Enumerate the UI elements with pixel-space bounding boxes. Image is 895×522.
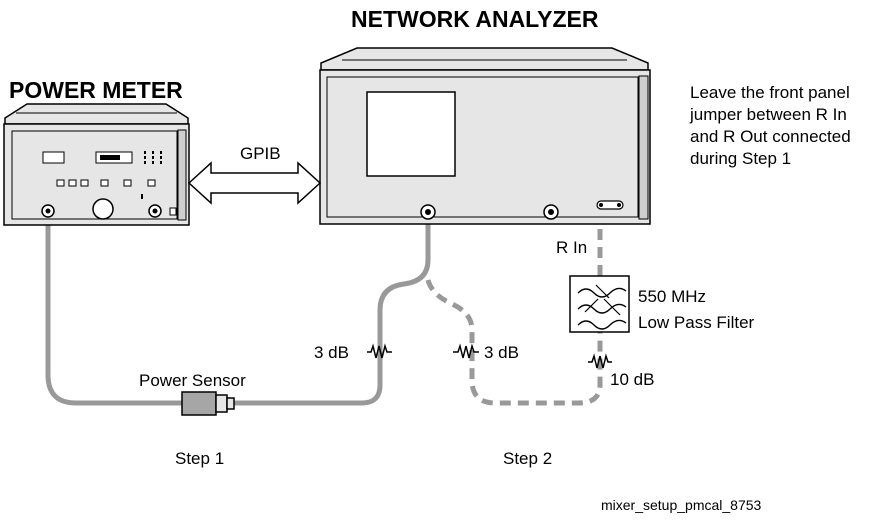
figure-id: mixer_setup_pmcal_8753 (601, 497, 762, 513)
r-in-r-out-jumper (596, 200, 624, 210)
attenuator-filter-icon (588, 353, 612, 369)
note-line-1: Leave the front panel (690, 83, 850, 102)
note-line-2: jumper between R In (689, 105, 847, 124)
r-in-label: R In (556, 238, 587, 257)
step2-label: Step 2 (503, 449, 552, 468)
meter-keys (56, 179, 156, 187)
meter-small-display (42, 151, 65, 164)
power-sensor (181, 391, 235, 416)
analyzer-output-port (420, 204, 436, 220)
cable-sensor-to-analyzer (234, 218, 431, 406)
network-analyzer-title: NETWORK ANALYZER (351, 6, 599, 32)
note-line-3: and R Out connected (690, 127, 851, 146)
gpib-label: GPIB (240, 144, 281, 163)
attenuator-step1-label: 3 dB (314, 343, 349, 362)
filter-label-line1: 550 MHz (638, 287, 706, 306)
cable-power-meter-to-sensor (45, 212, 184, 406)
filter-label-line2: Low Pass Filter (638, 313, 755, 332)
meter-sensor-port (41, 204, 55, 218)
power-sensor-label: Power Sensor (139, 371, 246, 390)
attenuator-step2-label: 3 dB (484, 343, 519, 362)
power-meter-title: POWER METER (9, 77, 183, 103)
note-line-4: during Step 1 (690, 149, 791, 168)
meter-indicator-dots (144, 151, 162, 164)
low-pass-filter (569, 275, 630, 333)
cable-step2-dashed (425, 279, 603, 406)
network-analyzer (319, 47, 651, 225)
power-meter (3, 103, 190, 226)
gpib-arrow (187, 161, 322, 205)
attenuator-step1-icon (367, 343, 392, 359)
attenuator-step2-icon (453, 343, 479, 359)
meter-knob (92, 198, 114, 220)
attenuator-filter-label: 10 dB (610, 370, 654, 389)
analyzer-screen (366, 91, 456, 177)
analyzer-input-port (543, 204, 559, 220)
step1-label: Step 1 (175, 449, 224, 468)
meter-reference-port (148, 204, 162, 218)
